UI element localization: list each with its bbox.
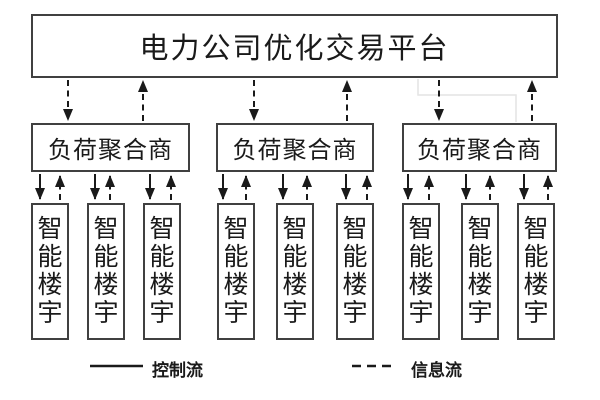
building-box-3: 智能楼宇 [143, 203, 181, 340]
building-label: 智能楼宇 [93, 215, 119, 327]
aggregator-label: 负荷聚合商 [48, 138, 173, 164]
legend-control-label: 控制流 [152, 361, 203, 380]
building-box-1: 智能楼宇 [31, 203, 69, 340]
aggregator-box-2: 负荷聚合商 [216, 123, 374, 172]
aggregator-box-3: 负荷聚合商 [402, 123, 557, 172]
platform-label: 电力公司优化交易平台 [139, 33, 450, 65]
building-box-5: 智能楼宇 [276, 203, 314, 340]
building-label: 智能楼宇 [523, 215, 549, 327]
building-label: 智能楼宇 [223, 215, 249, 327]
building-label: 智能楼宇 [149, 215, 175, 327]
building-box-8: 智能楼宇 [461, 203, 499, 340]
building-label: 智能楼宇 [467, 215, 493, 327]
building-box-4: 智能楼宇 [217, 203, 255, 340]
building-label: 智能楼宇 [282, 215, 308, 327]
building-box-7: 智能楼宇 [402, 203, 440, 340]
building-label: 智能楼宇 [342, 215, 368, 327]
building-box-9: 智能楼宇 [517, 203, 555, 340]
platform-box: 电力公司优化交易平台 [31, 14, 558, 78]
aggregator-label: 负荷聚合商 [232, 138, 358, 164]
building-box-2: 智能楼宇 [87, 203, 125, 340]
building-label: 智能楼宇 [37, 215, 63, 327]
legend-info-label: 信息流 [411, 361, 462, 380]
control-flow-arrows [35, 174, 529, 200]
aggregator-box-1: 负荷聚合商 [31, 123, 190, 172]
building-box-6: 智能楼宇 [336, 203, 374, 340]
info-flow-arrows-platform [63, 80, 537, 121]
aggregator-label: 负荷聚合商 [417, 138, 542, 164]
building-label: 智能楼宇 [408, 215, 434, 327]
faint-artifact-line [417, 79, 517, 122]
info-flow-arrows-buildings [55, 175, 553, 200]
